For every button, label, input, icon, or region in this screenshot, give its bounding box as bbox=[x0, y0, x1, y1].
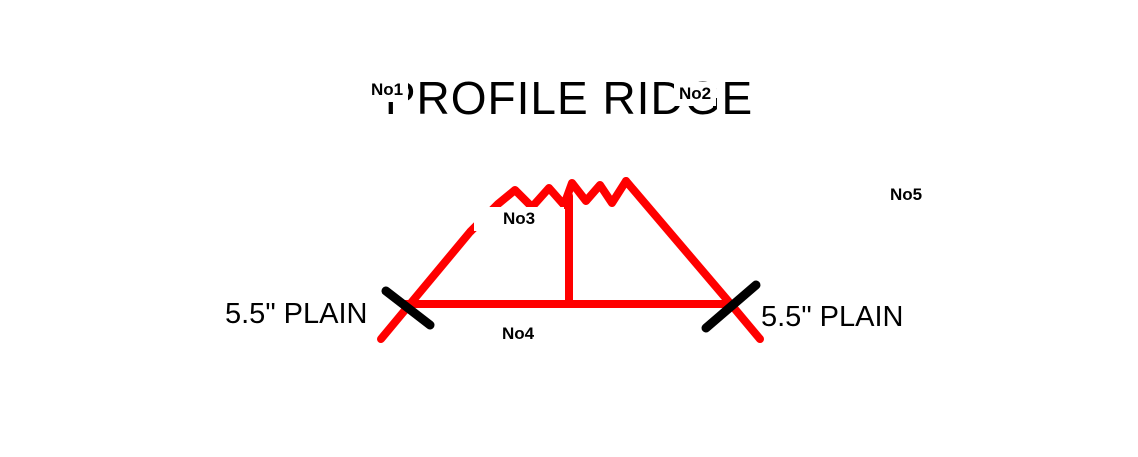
left-dimension-label: 5.5" PLAIN bbox=[225, 298, 368, 330]
marker-no4: No4 bbox=[502, 324, 535, 343]
left-fastener bbox=[381, 286, 435, 330]
zigzag-top-line bbox=[560, 177, 630, 209]
right-dimension-label: 5.5" PLAIN bbox=[761, 301, 904, 333]
left-slope-line bbox=[377, 184, 568, 343]
marker-no3: No3 bbox=[474, 207, 564, 231]
marker-no1: No1 bbox=[366, 78, 409, 102]
marker-no2: No2 bbox=[674, 82, 717, 106]
right-fastener bbox=[701, 280, 761, 333]
diagram-title: PROFILE RIDGE bbox=[384, 72, 754, 124]
right-slope-line bbox=[622, 177, 764, 343]
marker-no5: No5 bbox=[890, 185, 923, 204]
